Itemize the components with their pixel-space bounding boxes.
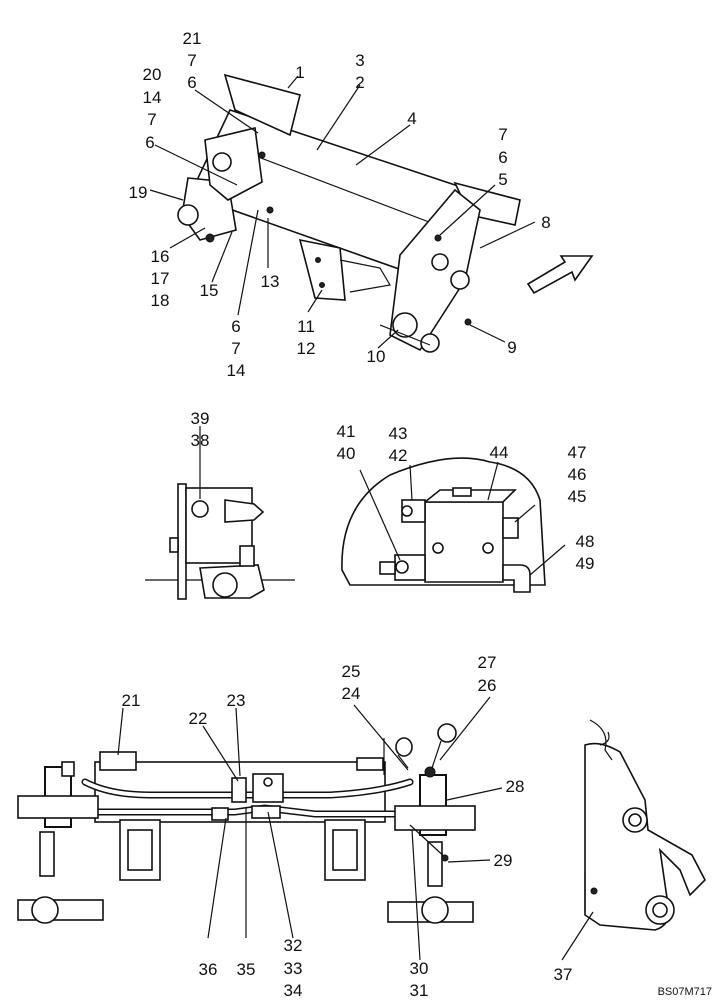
callout-bottom-7: 28: [506, 777, 525, 796]
top-leader-lines: [149, 75, 536, 349]
callout-bottom-4: 24: [342, 684, 361, 703]
middle-right-leader-lines: [359, 461, 566, 576]
callout-top-23: 9: [507, 338, 516, 357]
callout-top-4: 14: [143, 88, 162, 107]
callout-top-19: 4: [407, 109, 416, 128]
drawing-code: BS07M717: [658, 986, 712, 998]
callout-top-11: 15: [200, 281, 219, 300]
callout-top-14: 14: [227, 361, 246, 380]
callout-top-26: 5: [498, 170, 507, 189]
callout-top-25: 6: [498, 148, 507, 167]
callout-bottom-1: 22: [189, 709, 208, 728]
callout-top-16: 1: [295, 63, 304, 82]
bottom-leader-lines: [117, 696, 503, 961]
callout-top-24: 7: [498, 125, 507, 144]
callout-middle-right-5: 47: [568, 443, 587, 462]
callout-bottom-6: 26: [478, 676, 497, 695]
callout-middle-right-8: 48: [576, 532, 595, 551]
callout-top-22: 10: [367, 347, 386, 366]
callout-top-15: 13: [261, 272, 280, 291]
bottom-assembly-drawing: [17, 723, 476, 924]
callout-bottom-14: 30: [410, 959, 429, 978]
callout-middle-left-0: 39: [191, 409, 210, 428]
side-view-drawing: [584, 719, 706, 931]
callout-bottom-8: 29: [494, 851, 513, 870]
callout-middle-right-3: 42: [389, 446, 408, 465]
callout-middle-right-1: 40: [337, 444, 356, 463]
callout-middle-right-0: 41: [337, 422, 356, 441]
callout-bottom-5: 27: [478, 653, 497, 672]
valve-side-view-drawing: [145, 483, 295, 600]
callout-top-6: 6: [145, 133, 154, 152]
callout-top-5: 7: [147, 110, 156, 129]
callout-top-7: 19: [129, 183, 148, 202]
callout-top-21: 12: [297, 339, 316, 358]
callout-bottom-2: 23: [227, 691, 246, 710]
callout-top-18: 2: [355, 73, 364, 92]
callout-top-0: 21: [183, 29, 202, 48]
callout-top-13: 7: [231, 339, 240, 358]
callout-top-1: 7: [187, 51, 196, 70]
callout-middle-right-9: 49: [576, 554, 595, 573]
leader-37: [561, 911, 594, 961]
callout-bottom-12: 33: [284, 959, 303, 978]
callout-bottom-9: 36: [199, 960, 218, 979]
callout-middle-right-4: 44: [490, 443, 509, 462]
callout-middle-right-6: 46: [568, 465, 587, 484]
callout-top-9: 17: [151, 269, 170, 288]
callout-labels-top: 21 7 6 20 14 7 6 19 16 17 18 15 6 7 14 1…: [129, 29, 551, 380]
callout-top-12: 6: [231, 317, 240, 336]
callout-middle-right-2: 43: [389, 424, 408, 443]
callout-labels-middle: 39 38 41 40 43 42 44 47 46 45 48 49: [191, 409, 595, 573]
callout-bottom-0: 21: [122, 691, 141, 710]
valve-block-view-drawing: [341, 457, 546, 593]
top-assembly-drawing: [177, 73, 594, 353]
callout-top-8: 16: [151, 247, 170, 266]
callout-top-17: 3: [355, 51, 364, 70]
callout-top-20: 11: [297, 317, 315, 336]
callout-bottom-3: 25: [342, 662, 361, 681]
callout-bottom-13: 34: [284, 981, 303, 1000]
callout-middle-right-7: 45: [568, 487, 587, 506]
callout-top-27: 8: [541, 213, 550, 232]
callout-labels-bottom: 21 22 23 25 24 27 26 28 29 36 35 32 33 3…: [122, 653, 573, 1000]
callout-middle-left-1: 38: [191, 431, 210, 450]
callout-bottom-10: 35: [237, 960, 256, 979]
callout-bottom-11: 32: [284, 936, 303, 955]
callout-bottom-15: 31: [410, 981, 429, 1000]
callout-top-3: 20: [143, 65, 162, 84]
callout-top-2: 6: [187, 73, 196, 92]
callout-top-10: 18: [151, 291, 170, 310]
callout-side-0: 37: [554, 965, 573, 984]
